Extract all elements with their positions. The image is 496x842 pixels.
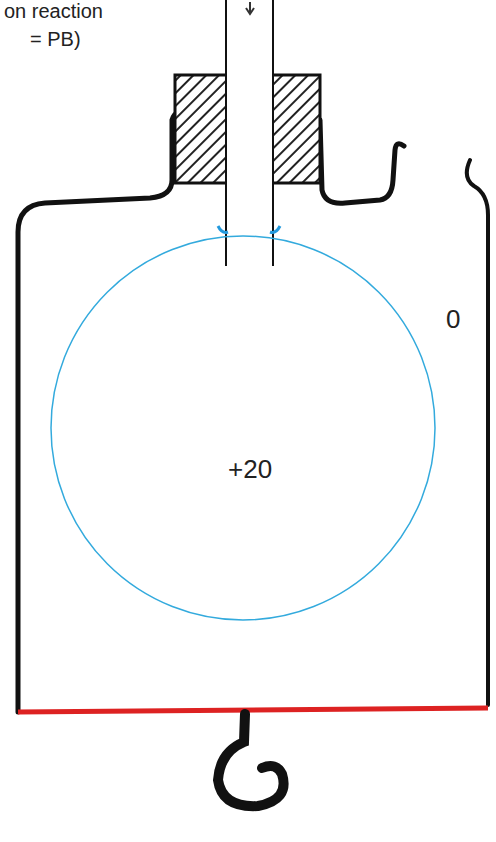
balloon-outline (51, 236, 435, 620)
jar-wall (18, 113, 182, 712)
balloon-outline (50, 235, 436, 621)
tube-wall (272, 0, 274, 266)
jar-base (18, 708, 488, 712)
jar-wall (467, 160, 488, 705)
tube-wall (225, 0, 227, 266)
hook (218, 714, 284, 806)
note-text: = PB) (30, 28, 81, 50)
jar-body: 0 +20 (18, 205, 488, 710)
note-text: on reaction (4, 0, 103, 22)
tube-bore (226, 0, 273, 266)
balloon-circle: +20 (50, 235, 436, 621)
jar-spout (320, 120, 404, 203)
jar-value: 0 (446, 305, 460, 334)
balloon-value: +20 (228, 455, 272, 484)
balloon-tie (218, 226, 280, 232)
tube-arrow (246, 2, 254, 14)
